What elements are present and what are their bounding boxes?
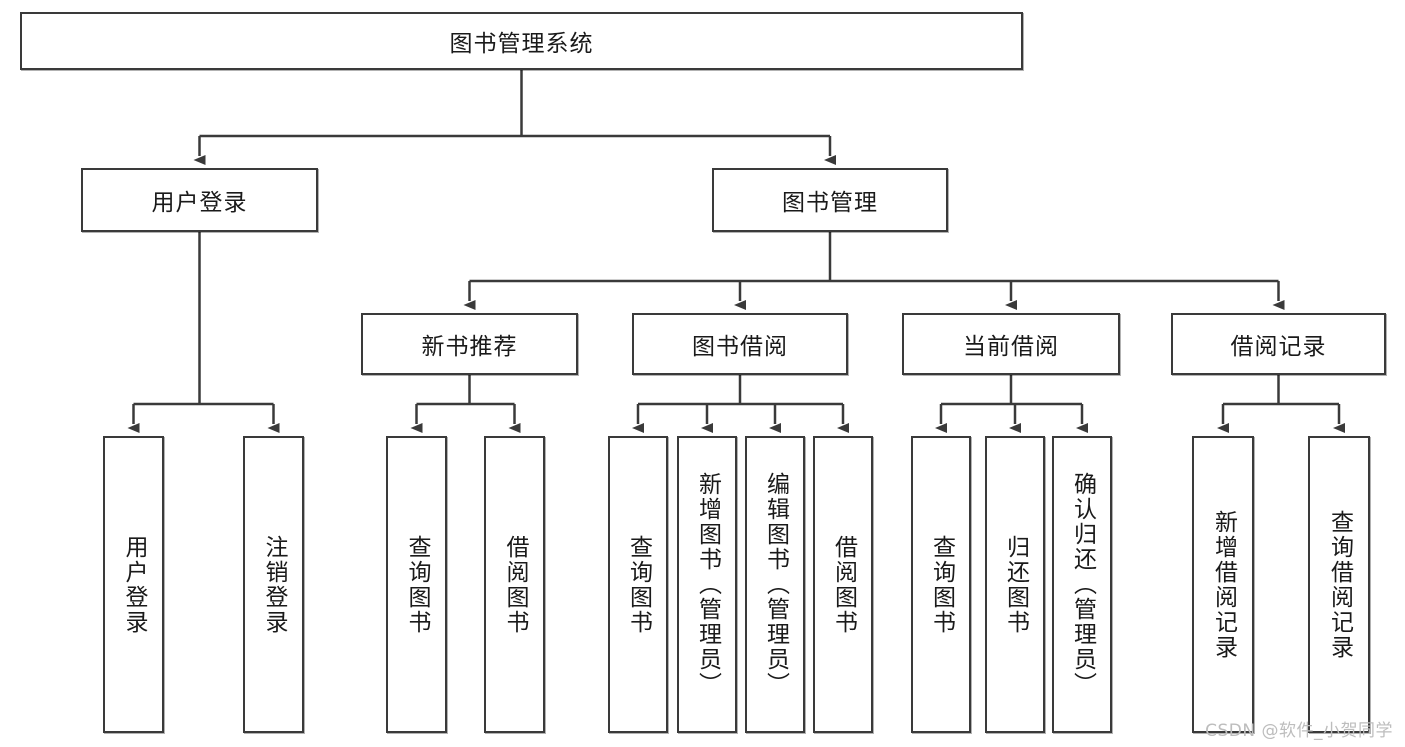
node-label: 新增借阅记录 xyxy=(1210,509,1237,660)
node-label: 查询图书 xyxy=(928,534,955,635)
node-label: 查询借阅记录 xyxy=(1326,509,1353,660)
node-label: 注销登录 xyxy=(261,534,287,635)
node-label: 新增图书（管理员） xyxy=(694,472,721,697)
node-user-login[interactable]: 用户登录 xyxy=(81,168,318,232)
node-leaf-query-record[interactable]: 查询借阅记录 xyxy=(1308,436,1370,733)
node-root[interactable]: 图书管理系统 xyxy=(20,12,1023,70)
node-label: 确认归还（管理员） xyxy=(1069,472,1096,697)
node-label: 用户登录 xyxy=(151,190,248,216)
node-leaf-query-book-2[interactable]: 查询图书 xyxy=(608,436,668,733)
node-book-manage[interactable]: 图书管理 xyxy=(712,168,948,232)
node-leaf-edit-book[interactable]: 编辑图书（管理员） xyxy=(745,436,805,733)
node-label: 借阅记录 xyxy=(1230,334,1327,360)
node-label: 查询图书 xyxy=(625,534,652,635)
node-label: 图书管理 xyxy=(782,190,878,216)
node-leaf-add-record[interactable]: 新增借阅记录 xyxy=(1192,436,1254,733)
node-label: 当前借阅 xyxy=(963,334,1059,360)
node-leaf-return-book[interactable]: 归还图书 xyxy=(985,436,1045,733)
node-label: 归还图书 xyxy=(1002,534,1029,635)
node-leaf-query-book-1[interactable]: 查询图书 xyxy=(386,436,447,733)
node-label: 查询图书 xyxy=(404,534,430,635)
node-label: 新书推荐 xyxy=(421,334,518,360)
node-current-borrow[interactable]: 当前借阅 xyxy=(902,313,1120,375)
node-leaf-confirm-return[interactable]: 确认归还（管理员） xyxy=(1052,436,1112,733)
watermark-label: CSDN @软件_小贺同学 xyxy=(1205,721,1393,741)
node-label: 借阅图书 xyxy=(502,534,528,635)
node-book-borrow[interactable]: 图书借阅 xyxy=(632,313,848,375)
node-leaf-borrow-book-2[interactable]: 借阅图书 xyxy=(813,436,873,733)
node-leaf-user-logout[interactable]: 注销登录 xyxy=(243,436,304,733)
node-label: 图书管理系统 xyxy=(449,31,594,57)
node-label: 用户登录 xyxy=(121,534,147,635)
node-leaf-query-book-3[interactable]: 查询图书 xyxy=(911,436,971,733)
node-borrow-record[interactable]: 借阅记录 xyxy=(1171,313,1386,375)
node-leaf-borrow-book-1[interactable]: 借阅图书 xyxy=(484,436,545,733)
node-label: 编辑图书（管理员） xyxy=(762,472,789,697)
node-leaf-user-login[interactable]: 用户登录 xyxy=(103,436,164,733)
node-new-book-recommend[interactable]: 新书推荐 xyxy=(361,313,578,375)
node-label: 借阅图书 xyxy=(830,534,857,635)
node-leaf-add-book[interactable]: 新增图书（管理员） xyxy=(677,436,737,733)
node-label: 图书借阅 xyxy=(692,334,788,360)
